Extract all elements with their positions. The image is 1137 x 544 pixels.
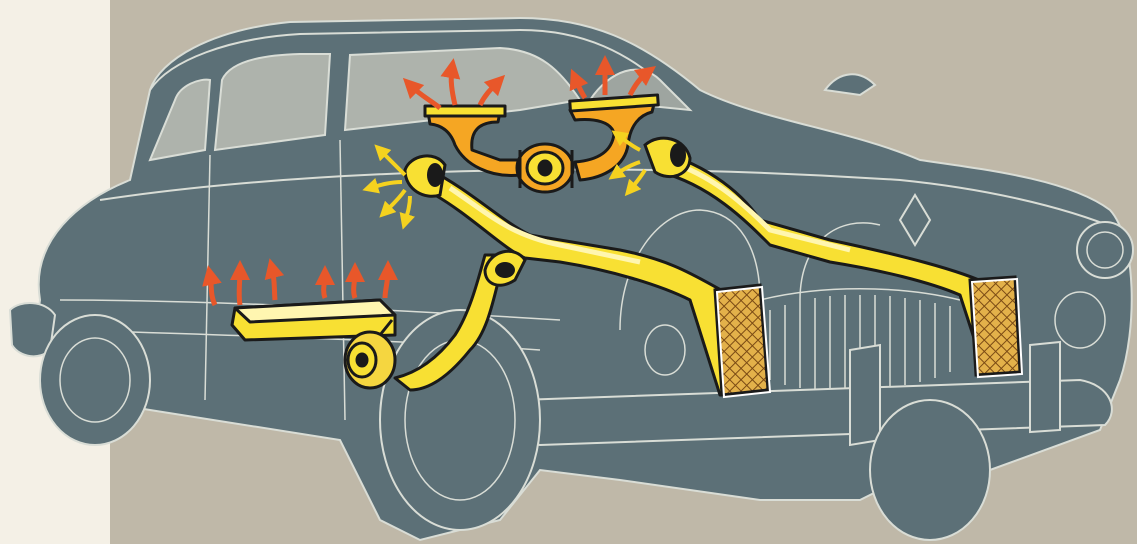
left-fresh-air-intake — [715, 285, 770, 397]
rear-wheel — [40, 315, 150, 445]
rear-door-window — [215, 54, 330, 150]
headlight — [1077, 222, 1133, 278]
roof-blower — [517, 144, 573, 192]
front-right-wheel — [870, 400, 990, 540]
right-fresh-air-intake — [970, 277, 1022, 377]
